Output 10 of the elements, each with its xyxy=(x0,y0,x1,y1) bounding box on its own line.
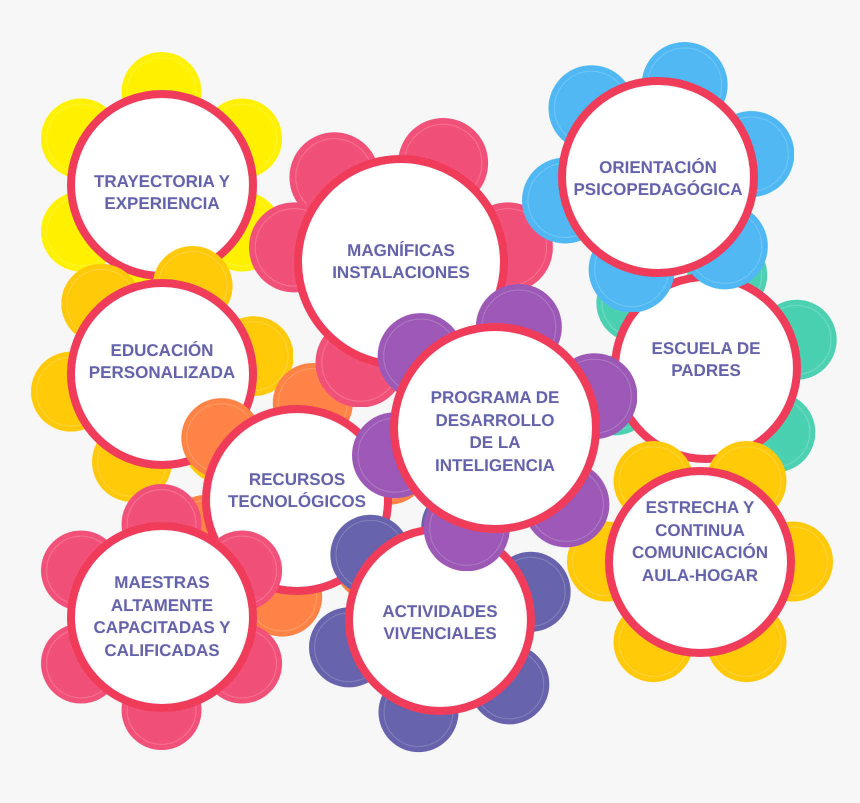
node-label: MAESTRAS ALTAMENTE CAPACITADAS Y CALIFICADAS xyxy=(92,572,232,662)
node-label: RECURSOS TECNOLÓGICOS xyxy=(227,468,367,513)
node-label: MAGNÍFICAS INSTALACIONES xyxy=(331,240,471,284)
node-label: ESCUELA DE PADRES xyxy=(650,338,762,382)
node-label: EDUCACIÓN PERSONALIZADA xyxy=(88,340,236,384)
node-label: ESTRECHA Y CONTINUA COMUNICACIÓN AULA-HOGAR xyxy=(631,497,769,586)
node-label: ACTIVIDADES VIVENCIALES xyxy=(381,600,499,645)
node-label: PROGRAMA DE DESARROLLO DE LA INTELIGENCIA xyxy=(430,387,560,476)
node-label: ORIENTACIÓN PSICOPEDAGÓGICA xyxy=(572,156,744,201)
node-label: TRAYECTORIA Y EXPERIENCIA xyxy=(92,170,232,215)
